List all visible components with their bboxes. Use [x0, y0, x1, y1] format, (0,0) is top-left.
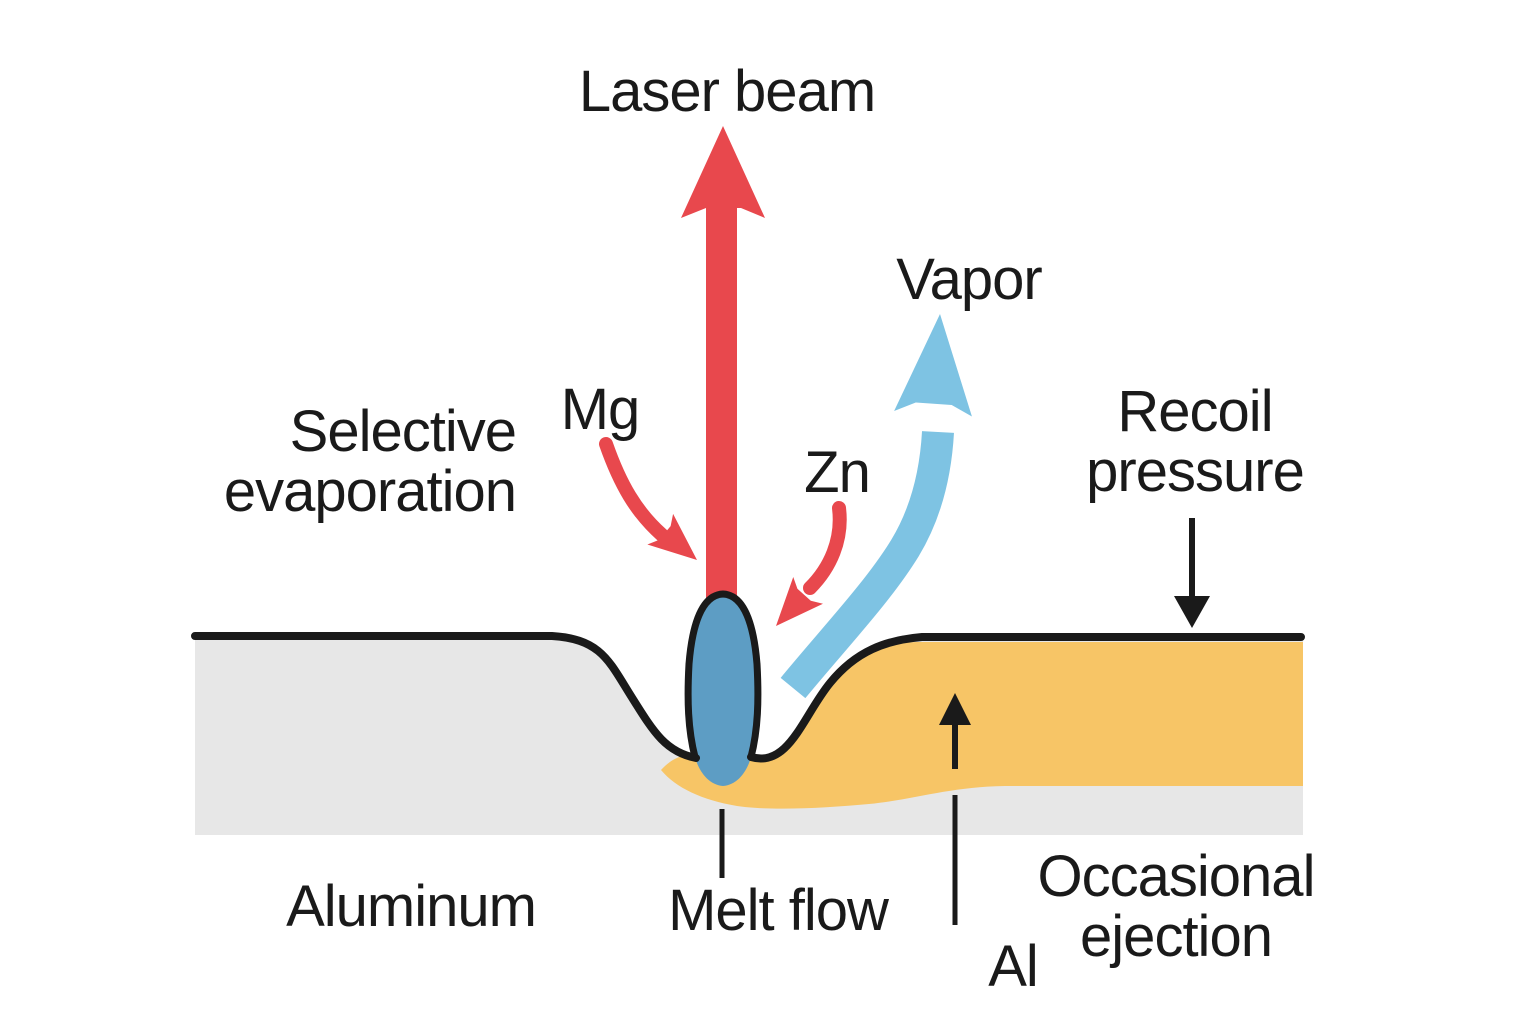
zn-label: Zn	[804, 440, 871, 505]
selective-evaporation-label: Selective evaporation	[223, 399, 517, 524]
laser-beam-label: Laser beam	[578, 59, 876, 124]
mg-label: Mg	[560, 377, 641, 442]
zn-curved-down-arrow	[776, 501, 847, 626]
keyhole	[688, 594, 758, 786]
melt-flow-label: Melt flow	[668, 878, 889, 943]
recoil-pressure-down-arrow	[1174, 518, 1210, 628]
mg-arrow-head	[647, 513, 697, 560]
laser-beam-shaft	[706, 205, 737, 600]
vapor-arrow-tail	[780, 431, 954, 699]
melt-pool	[661, 642, 1303, 809]
surface-line-right	[747, 633, 1305, 763]
zn-arrow-head	[776, 576, 823, 626]
keyhole-outline	[684, 590, 762, 761]
occasional-ejection-label: Occasional ejection	[1037, 844, 1316, 969]
mg-arrow-tail	[599, 437, 669, 542]
al-up-arrow	[939, 693, 971, 925]
aluminum-label: Aluminum	[286, 874, 537, 939]
vapor-label: Vapor	[896, 247, 1042, 312]
recoil-pressure-label: Recoil pressure	[1086, 379, 1305, 504]
vapor-arrow-head	[894, 314, 972, 417]
zn-arrow-tail	[803, 501, 847, 595]
mg-curved-down-arrow	[599, 437, 697, 560]
recoil-arrow-head	[1174, 596, 1210, 628]
vapor-curved-up-arrow	[780, 314, 972, 699]
al-label: Al	[988, 934, 1039, 999]
surface-line-left	[191, 632, 700, 762]
al-arrow-head	[939, 693, 971, 725]
laser-beam-up-arrow	[681, 126, 765, 218]
